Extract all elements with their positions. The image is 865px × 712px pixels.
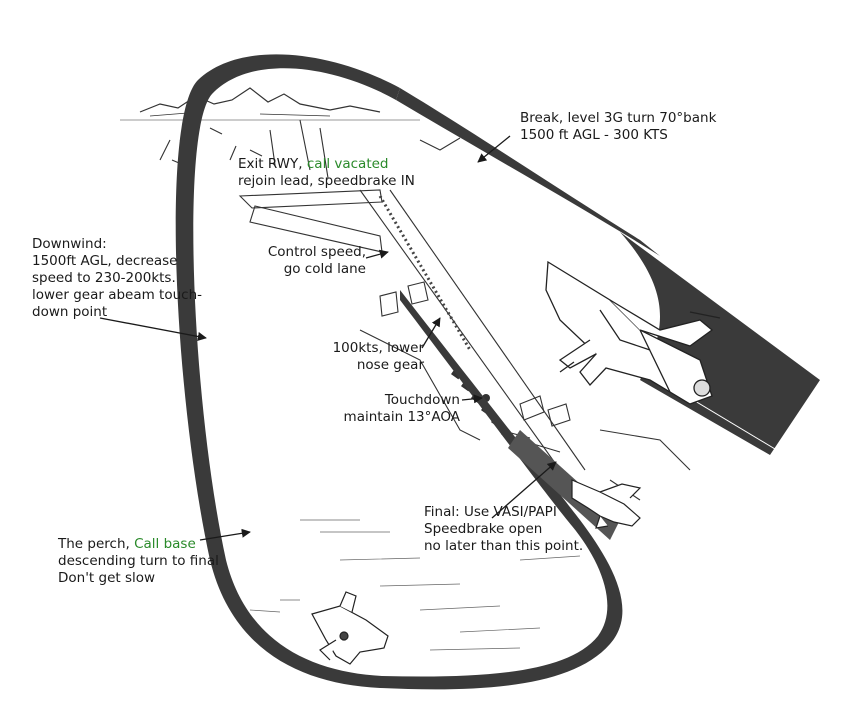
- label-exit-line1: Exit RWY, call vacated: [238, 156, 415, 173]
- jet-break-icon: [545, 260, 721, 405]
- label-downwind: Downwind: 1500ft AGL, decrease speed to …: [32, 236, 202, 321]
- label-exit-prefix: Exit RWY,: [238, 156, 307, 172]
- label-perch: The perch, Call base descending turn to …: [58, 536, 219, 587]
- jet-perch-icon: [311, 591, 389, 665]
- label-lower-nose-line1: 100kts, lower: [332, 340, 424, 356]
- label-lower-nose-gear: 100kts, lower nose gear: [318, 340, 424, 374]
- label-control-line1: Control speed,: [267, 244, 366, 260]
- label-lower-nose-line2: nose gear: [356, 357, 424, 373]
- jet-final-icon: [571, 479, 642, 529]
- label-touchdown: Touchdown maintain 13°AOA: [332, 392, 460, 426]
- label-perch-line1: The perch, Call base: [58, 536, 219, 553]
- call-vacated: call vacated: [306, 156, 389, 172]
- label-final-line2: Speedbrake open: [424, 521, 543, 537]
- landing-pattern-ribbon: [175, 54, 820, 690]
- label-downwind-line1: Downwind:: [32, 236, 107, 252]
- label-break-line1: Break, level 3G turn 70°bank: [520, 110, 717, 126]
- label-downwind-line5: down point: [32, 304, 108, 320]
- call-base: Call base: [134, 536, 196, 552]
- label-exit-line2: rejoin lead, speedbrake IN: [238, 173, 415, 189]
- label-exit: Exit RWY, call vacated rejoin lead, spee…: [238, 156, 415, 190]
- label-touchdown-line1: Touchdown: [384, 392, 460, 408]
- label-downwind-line2: 1500ft AGL, decrease: [32, 253, 178, 269]
- label-break-line2: 1500 ft AGL - 300 KTS: [520, 127, 668, 143]
- label-control-speed: Control speed, go cold lane: [258, 244, 366, 278]
- label-final: Final: Use VASI/PAPI Speedbrake open no …: [424, 504, 583, 555]
- label-break: Break, level 3G turn 70°bank 1500 ft AGL…: [520, 110, 716, 144]
- label-final-line1: Final: Use VASI/PAPI: [424, 504, 557, 520]
- leader-arrows: [99, 135, 557, 541]
- label-perch-line2: descending turn to final: [58, 553, 219, 569]
- label-downwind-line3: speed to 230-200kts.: [32, 270, 176, 286]
- label-perch-line3: Don't get slow: [58, 570, 156, 586]
- label-touchdown-line2: maintain 13°AOA: [343, 409, 460, 425]
- ground-hatching: [249, 519, 581, 651]
- label-perch-prefix: The perch,: [58, 536, 135, 552]
- label-downwind-line4: lower gear abeam touch-: [32, 287, 203, 303]
- mountains-icon: [120, 87, 420, 121]
- label-control-line2: go cold lane: [283, 261, 366, 277]
- label-final-line3: no later than this point.: [424, 538, 584, 554]
